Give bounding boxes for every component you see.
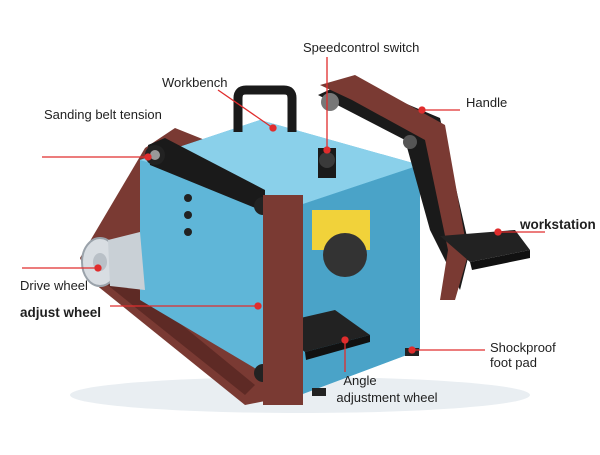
right-tension-roller xyxy=(403,135,417,149)
label-belt-tension: Sanding belt tension xyxy=(44,107,162,122)
dot-drive-wheel xyxy=(94,264,102,272)
left-frame-top xyxy=(148,138,265,212)
label-workbench: Workbench xyxy=(162,75,228,90)
dot-workstation xyxy=(494,228,502,236)
foot-pad-front xyxy=(312,388,326,396)
callout-leaders xyxy=(22,57,545,372)
label-angle-line1: Angle xyxy=(343,373,377,388)
right-sanding-belt xyxy=(320,75,468,300)
adjust-screw-2 xyxy=(184,211,192,219)
workbench-handle xyxy=(233,85,297,132)
label-angle-line2: adjustment wheel xyxy=(336,390,438,405)
adjust-screw-1 xyxy=(184,194,192,202)
label-shockproof-line2: foot pad xyxy=(490,355,537,370)
label-speed-switch: Speedcontrol switch xyxy=(303,40,420,55)
front-vertical-belt xyxy=(263,195,303,405)
drive-wheel-cone xyxy=(108,232,145,290)
top-roller xyxy=(321,93,339,111)
leader-workbench xyxy=(217,89,274,129)
workstation-plate xyxy=(440,230,530,262)
body-top-face xyxy=(140,120,420,205)
workstation-plate-edge xyxy=(470,250,530,270)
body-right-face xyxy=(300,165,420,395)
front-work-plate-edge xyxy=(305,335,370,360)
label-shockproof-line1: Shockproof xyxy=(490,340,556,355)
motor-end-cap xyxy=(323,233,367,277)
dot-adjust-wheel xyxy=(254,302,262,310)
dot-workbench xyxy=(269,124,277,132)
tension-roller-hub xyxy=(150,150,160,160)
left-belt-shade xyxy=(95,262,255,395)
label-drive-wheel: Drive wheel xyxy=(20,278,88,293)
dot-speed-switch xyxy=(323,146,331,154)
adjust-screw-3 xyxy=(184,228,192,236)
dot-handle xyxy=(418,106,426,114)
label-handle: Handle xyxy=(466,95,508,110)
label-workstation: workstation xyxy=(520,217,596,232)
dot-belt-tension xyxy=(144,153,152,161)
dot-shockproof xyxy=(408,346,416,354)
speed-switch-knob xyxy=(319,152,335,168)
label-adjust-wheel: adjust wheel xyxy=(20,305,102,320)
dot-angle-wheel xyxy=(341,336,349,344)
